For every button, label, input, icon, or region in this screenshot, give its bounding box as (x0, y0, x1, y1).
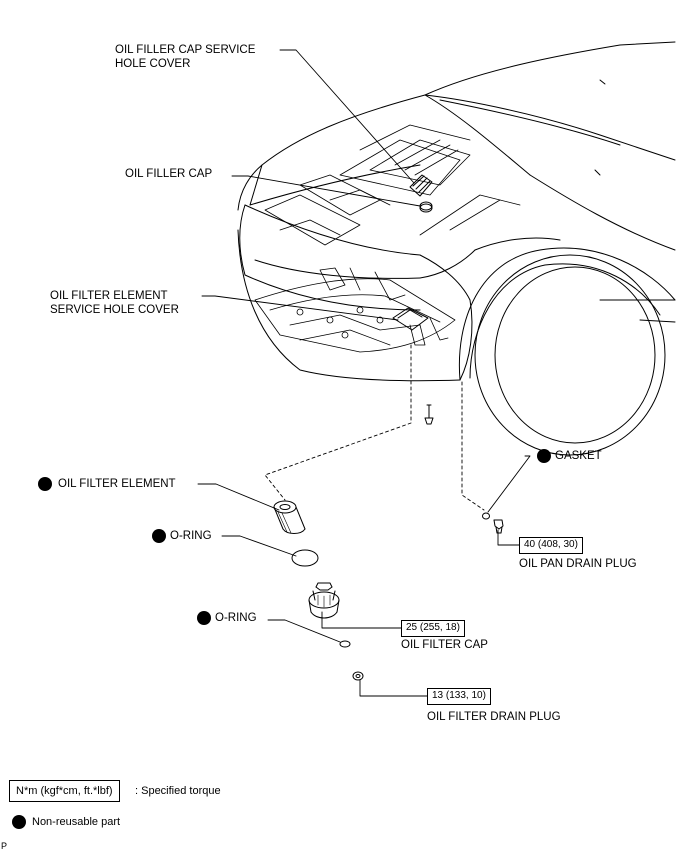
oil-filter-cap-part (308, 582, 340, 619)
label-o-ring-upper: O-RING (170, 530, 212, 542)
label-oil-filter-cap-bottom: OIL FILTER CAP (401, 639, 488, 651)
legend-non-reusable-text: Non-reusable part (32, 816, 121, 828)
oil-pan-drain-plug-part (493, 519, 504, 534)
label-o-ring-lower: O-RING (215, 612, 257, 624)
non-reusable-mark (537, 449, 551, 463)
o-ring-lower-part (339, 640, 351, 648)
o-ring-upper-part (291, 549, 319, 567)
legend-torque-unit-box: N*m (kgf*cm, ft.*lbf) (9, 780, 120, 802)
label-gasket: GASKET (555, 450, 602, 462)
corner-mark: P (1, 841, 8, 851)
label-oil-filter-drain-plug: OIL FILTER DRAIN PLUG (427, 711, 561, 723)
oil-filter-drain-plug-part (352, 671, 364, 681)
torque-oil-filter-drain-plug: 13 (133, 10) (427, 688, 491, 705)
engine-under-cover (254, 267, 456, 353)
engine-compartment (264, 124, 521, 246)
leader-lines (197, 49, 531, 697)
non-reusable-mark (38, 477, 52, 491)
torque-oil-filter-cap: 25 (255, 18) (401, 620, 465, 637)
oil-filter-element-service-hole-cover-part (392, 307, 429, 331)
oil-filter-element-part (273, 500, 306, 534)
gasket-part (482, 512, 490, 520)
windshield-outline (424, 41, 676, 161)
label-oil-filter-element-service-hole-cover: OIL FILTER ELEMENT SERVICE HOLE COVER (50, 290, 179, 316)
dashed-guide-lines (264, 344, 485, 511)
label-oil-filter-element: OIL FILTER ELEMENT (58, 478, 176, 490)
legend-torque-description: : Specified torque (135, 785, 221, 797)
under-cover-bolt (424, 404, 434, 425)
legend-non-reusable-icon (12, 815, 26, 829)
oil-filler-cap-service-hole-cover-part (409, 174, 433, 197)
label-oil-filler-cap-service-hole-cover: OIL FILLER CAP SERVICE HOLE COVER (115, 44, 256, 70)
non-reusable-mark (152, 529, 166, 543)
front-bumper-outline (237, 164, 476, 382)
label-oil-filler-cap-top: OIL FILLER CAP (125, 168, 213, 180)
label-oil-pan-drain-plug: OIL PAN DRAIN PLUG (519, 558, 637, 570)
hood-outline (244, 94, 531, 256)
non-reusable-mark (197, 611, 211, 625)
torque-oil-pan-drain-plug: 40 (408, 30) (519, 537, 583, 554)
oil-filler-cap-part (419, 201, 433, 213)
fender-and-wheel (458, 79, 676, 456)
